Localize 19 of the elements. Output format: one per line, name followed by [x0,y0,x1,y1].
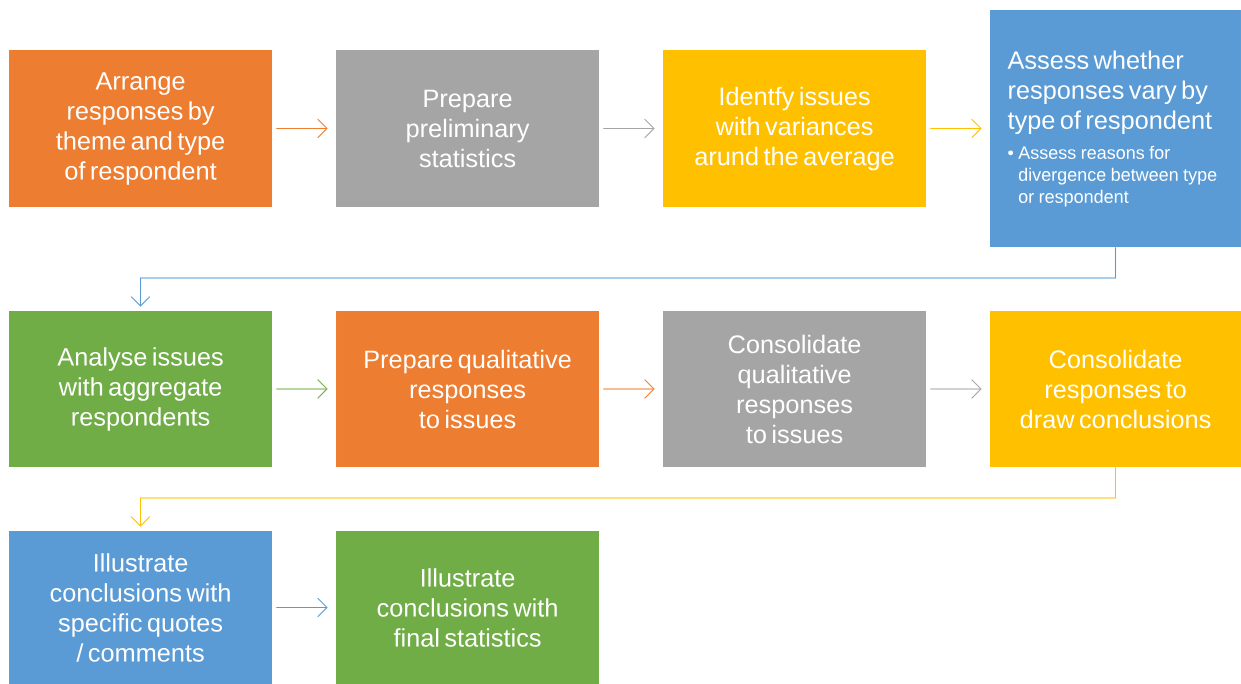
process-box: Prepare preliminary statistics [336,50,599,207]
arrow [929,379,982,399]
arrow [602,118,655,139]
arrow [929,118,982,139]
process-box: Illustrate conclusions with specific quotes / comments [9,531,272,684]
arrow [602,379,655,399]
arrow [130,246,1117,307]
arrow [130,466,1117,527]
process-box: Assess whether responses vary by type of respondent • Assess reasons for divergence between type or respondent [990,10,1241,247]
process-box: Analyse issues with aggregate respondents [9,311,272,467]
process-box: Arrange responses by theme and type of respondent [9,50,272,207]
process-box: Illustrate conclusions with final statistics [336,531,599,684]
process-box: Consolidate responses to draw conclusions [990,311,1241,467]
arrow [275,379,328,399]
arrow [275,597,328,618]
process-box: Consolidate qualitative responses to issues [663,311,926,467]
process-box: Identfy issues with variances arund the average [663,50,926,207]
arrow [275,118,328,139]
process-box: Prepare qualitative responses to issues [336,311,599,467]
